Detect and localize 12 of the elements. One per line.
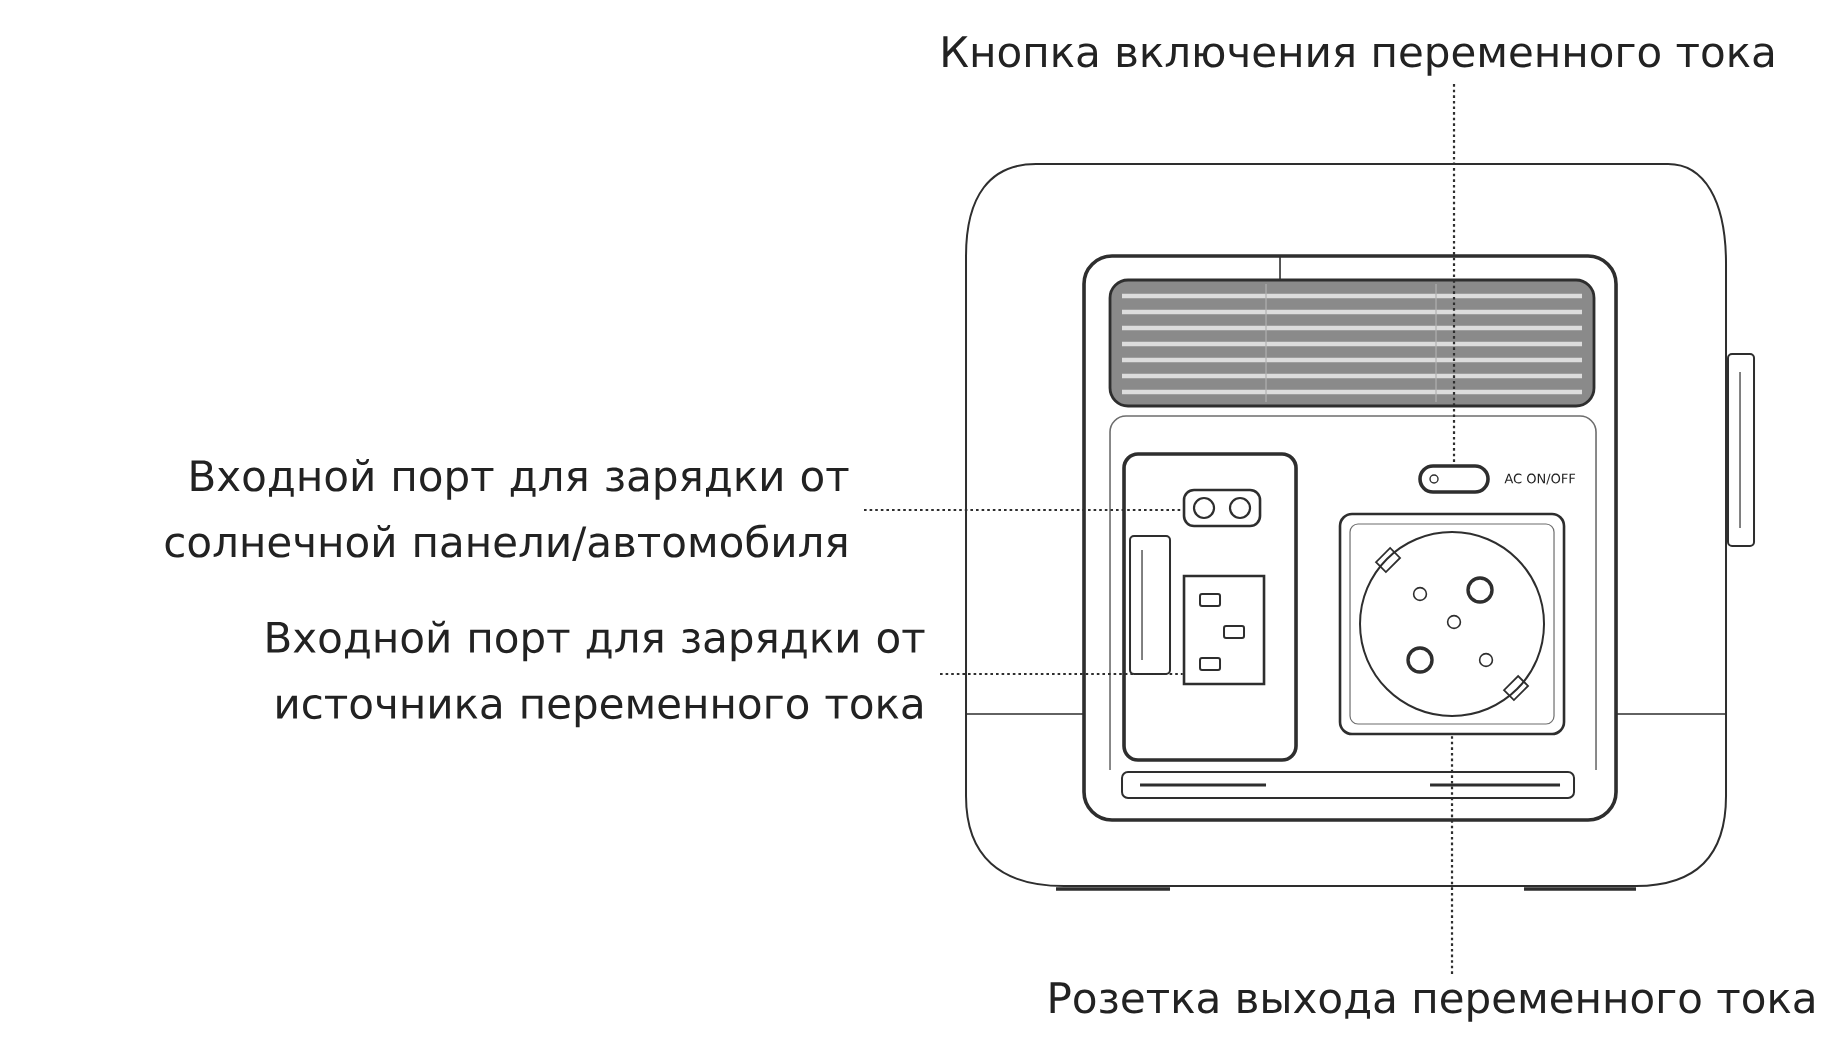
leader-line [1450,735,1454,974]
callout-label: Входной порт для зарядки от источника переменного тока [267,620,925,728]
callout-label: Входной порт для зарядки от солнечной панели/автомобиля [165,459,849,561]
power-inlet [1182,574,1266,686]
leader-line [940,672,1183,676]
leader-line [864,508,1183,512]
leader-line [1452,84,1456,465]
socket-outlet [1338,512,1566,736]
callout-label: Кнопка включения переменного тока [943,36,1773,76]
input-port [1182,488,1262,528]
callout-label: Розетка выхода переменного тока [1050,982,1814,1022]
switch-button [1418,464,1490,494]
